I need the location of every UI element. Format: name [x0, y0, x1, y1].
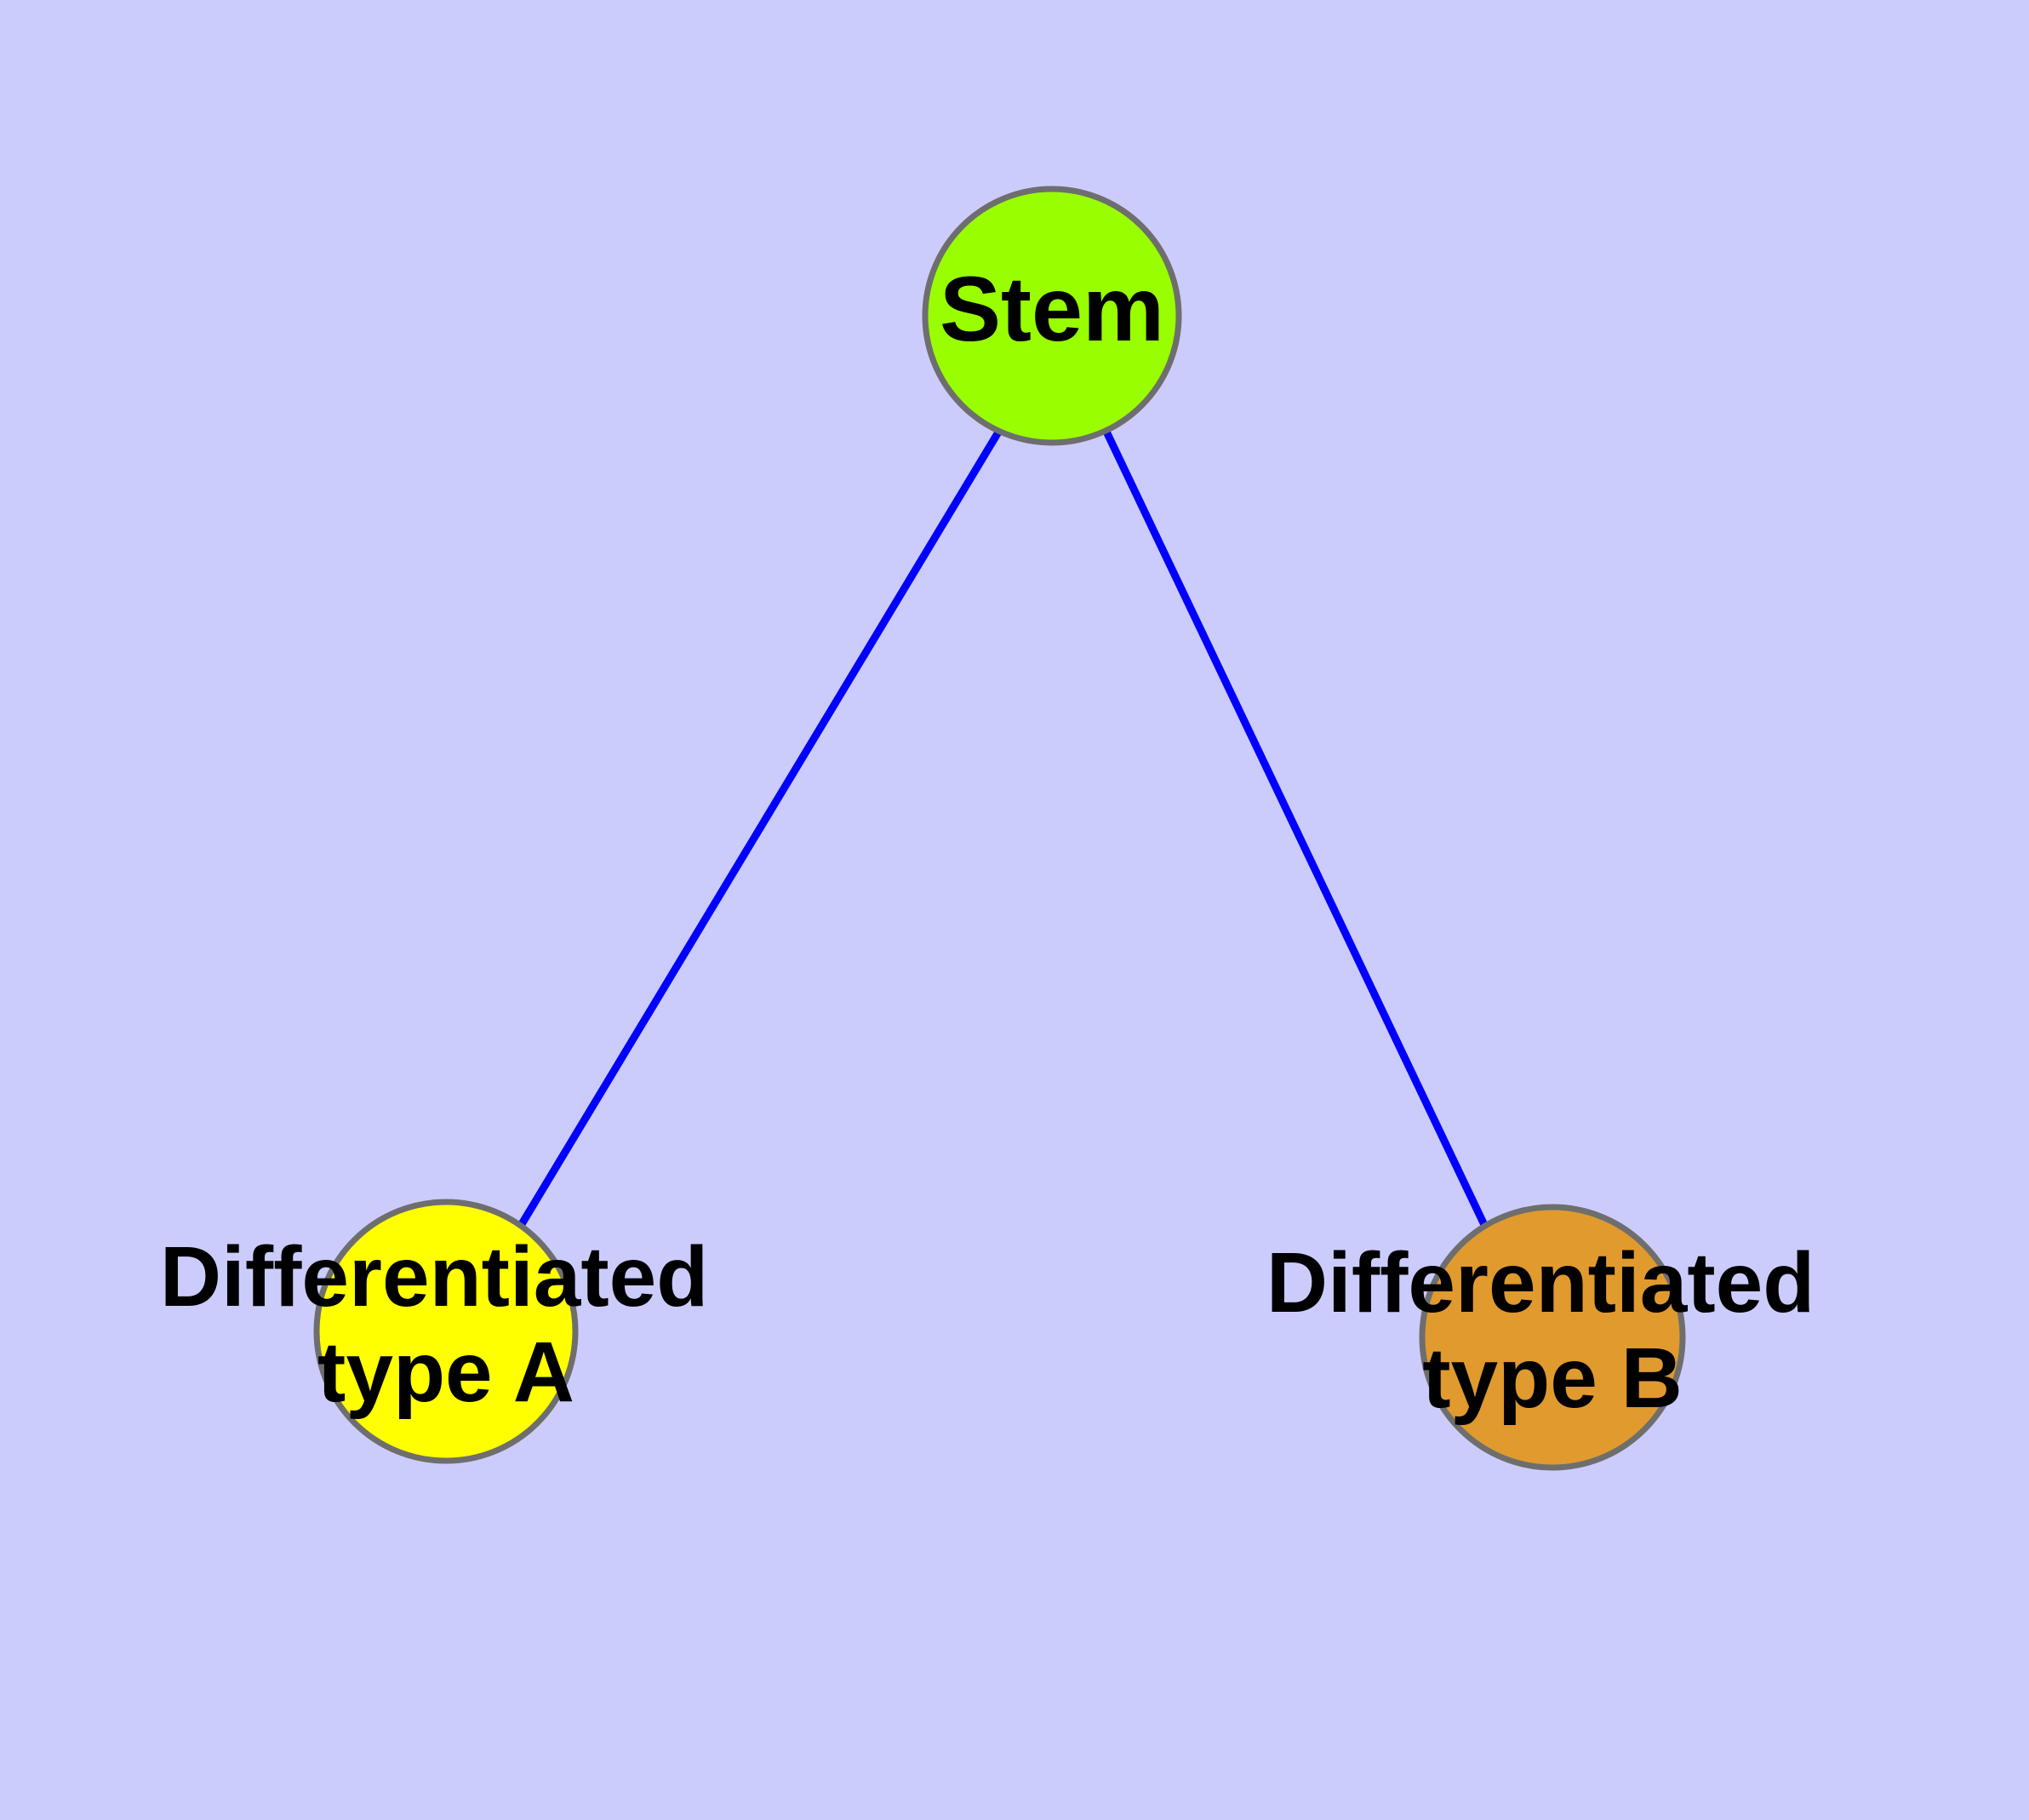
node-diff-b-label: Differentiated type B [1266, 1235, 1838, 1426]
node-diff-b-circle[interactable] [1419, 1204, 1686, 1471]
node-diff-a-label: Differentiated type A [160, 1229, 732, 1420]
node-diff-b-label-line-2: type B [1422, 1331, 1683, 1426]
edge-layer [518, 428, 1489, 1228]
node-diff-b[interactable]: Differentiated type B [1266, 1204, 1838, 1471]
node-layer: Stem Differentiated type A Differentiate… [160, 186, 1838, 1471]
node-stem-label: Stem [940, 257, 1164, 360]
edge-stem-to-diff-b[interactable] [1102, 430, 1489, 1228]
node-diff-a-label-line-2: type A [317, 1325, 574, 1420]
node-stem[interactable]: Stem [922, 186, 1182, 446]
node-stem-circle[interactable] [922, 186, 1182, 446]
edge-stem-to-diff-a[interactable] [518, 428, 1003, 1227]
node-diff-a-circle[interactable] [313, 1199, 579, 1464]
node-diff-a-label-line-1: Differentiated [160, 1229, 709, 1325]
node-diff-b-label-line-1: Differentiated [1266, 1235, 1815, 1331]
node-stem-label-line-1: Stem [940, 257, 1164, 360]
node-diff-a[interactable]: Differentiated type A [160, 1199, 732, 1464]
